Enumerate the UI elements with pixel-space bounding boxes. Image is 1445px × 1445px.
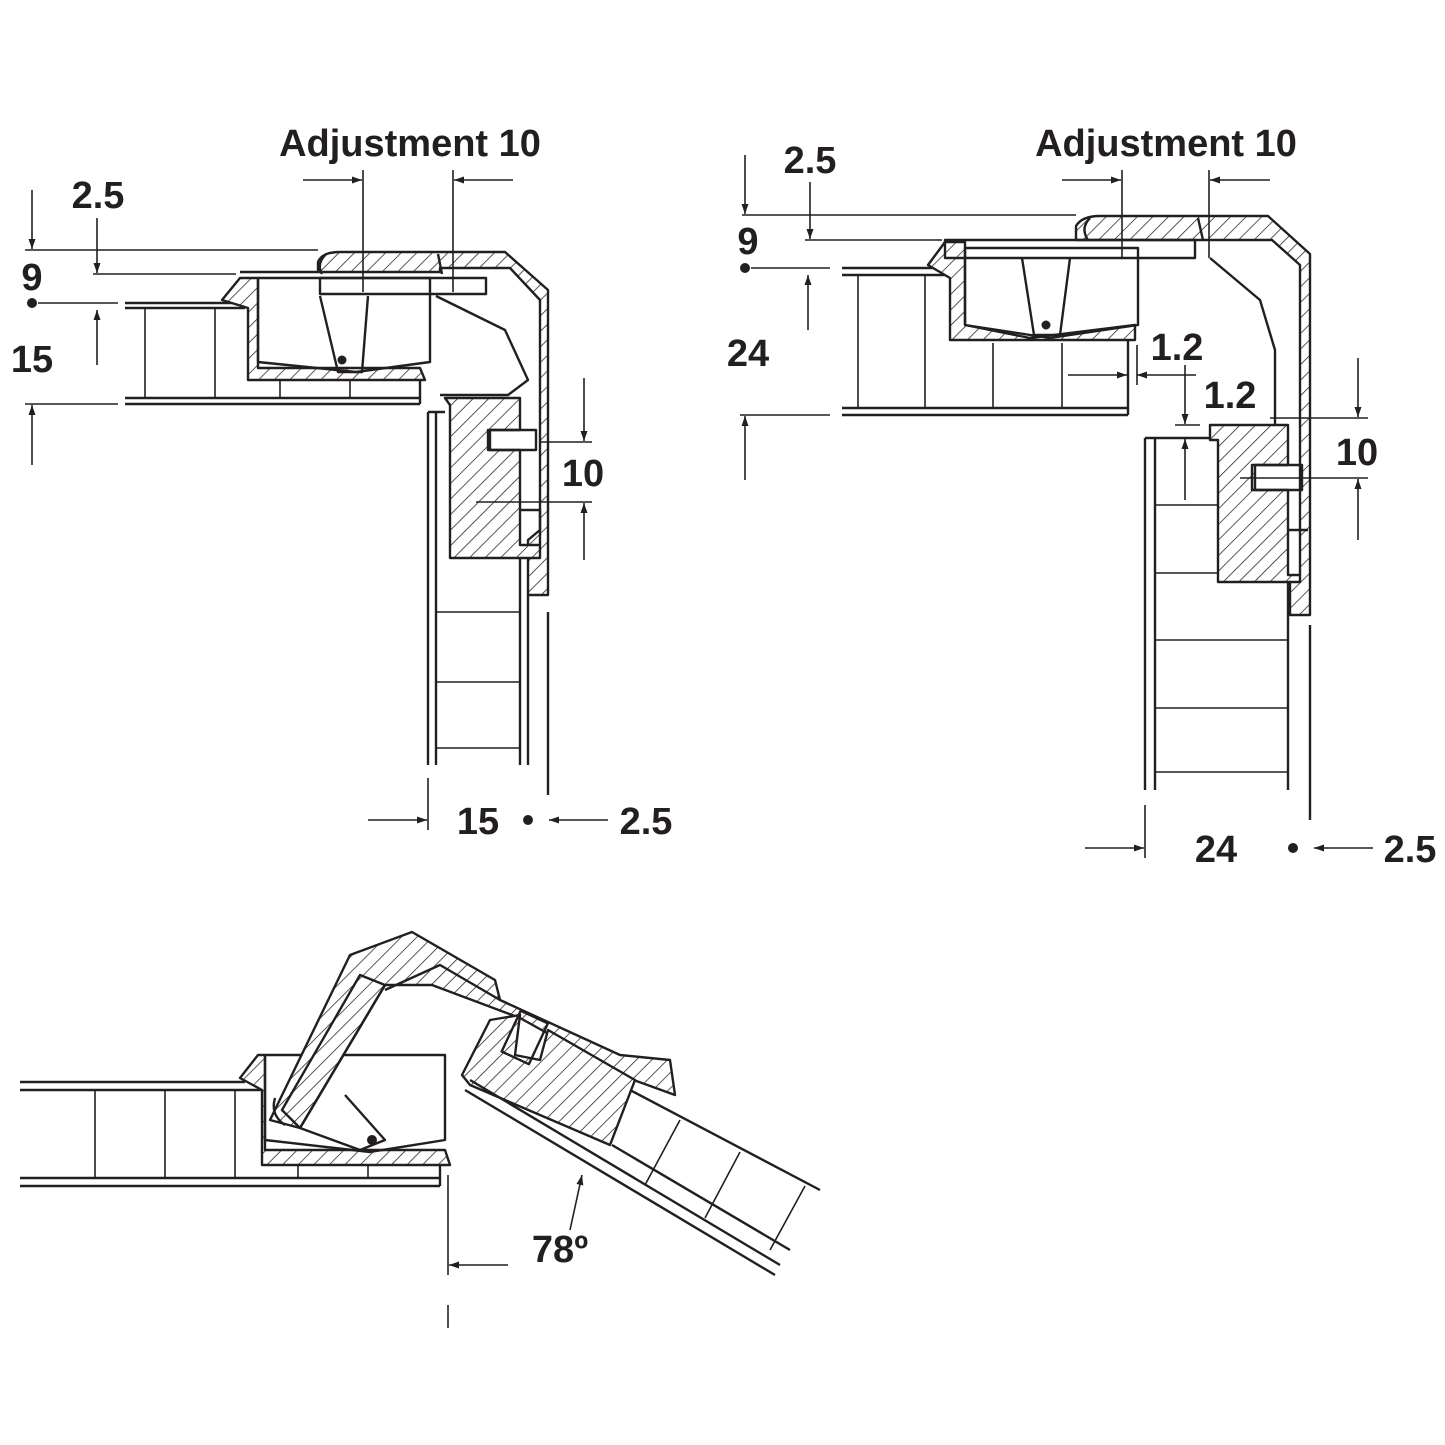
dim-angle-open: 78º	[447, 1174, 588, 1328]
diagram-hinge-open: 78º	[20, 930, 821, 1328]
label-angle: 78º	[532, 1229, 588, 1271]
dim-depth-15: 2.5 9	[21, 175, 318, 308]
hinge-arm-15	[316, 250, 550, 597]
door-24	[1143, 436, 1312, 820]
hinge-arm-open	[268, 930, 677, 1152]
label-overlay-side: 2.5	[1384, 829, 1437, 871]
label-overlay-top: 2.5	[72, 175, 125, 217]
door-15	[426, 410, 550, 795]
label-depth: 9	[21, 257, 42, 299]
label-overlay-side: 2.5	[620, 801, 673, 843]
label-adjustment: Adjustment 10	[279, 123, 541, 165]
diagram-hinge-24mm: Adjustment 10 2.5 9 24 1.2 1.2	[727, 123, 1437, 871]
label-depth: 9	[737, 221, 758, 263]
dim-adjustment-24: Adjustment 10	[1035, 123, 1297, 258]
label-adjustment: Adjustment 10	[1035, 123, 1297, 165]
dim-depth-24: 2.5 9	[737, 140, 1076, 273]
dim-panel-15: 15	[11, 310, 118, 465]
mounting-block-open	[460, 1009, 637, 1147]
dim-drill-15: 10	[476, 378, 604, 560]
side-panel-open	[20, 1080, 442, 1188]
dim-gaps-24: 1.2 1.2	[1068, 327, 1256, 500]
dim-panel-24: 24	[727, 275, 830, 480]
label-door-thickness: 24	[1195, 829, 1237, 871]
label-door-thickness: 15	[457, 801, 499, 843]
dim-bottom-24: 24 2.5	[1085, 805, 1436, 871]
label-panel: 24	[727, 333, 769, 375]
diagram-hinge-15mm: Adjustment 10 2.5 9 15 10	[11, 123, 673, 843]
mounting-block-15	[443, 396, 542, 560]
label-panel: 15	[11, 339, 53, 381]
dim-bottom-15: 15 2.5	[368, 778, 672, 843]
dim-drill-24: 10	[1240, 358, 1378, 540]
hinge-cup-24	[926, 240, 1140, 342]
side-panel-24	[842, 266, 1130, 417]
side-panel-15	[125, 301, 422, 406]
label-gap-horizontal: 1.2	[1151, 327, 1204, 369]
label-drill-depth: 10	[562, 453, 604, 495]
label-gap-vertical: 1.2	[1204, 375, 1257, 417]
dim-adjustment-15: Adjustment 10	[279, 123, 541, 292]
hinge-cup-open	[238, 1053, 452, 1167]
label-overlay-top: 2.5	[784, 140, 837, 182]
mounting-block-24	[1208, 423, 1308, 584]
label-drill-depth: 10	[1336, 432, 1378, 474]
door-open	[464, 1078, 821, 1277]
